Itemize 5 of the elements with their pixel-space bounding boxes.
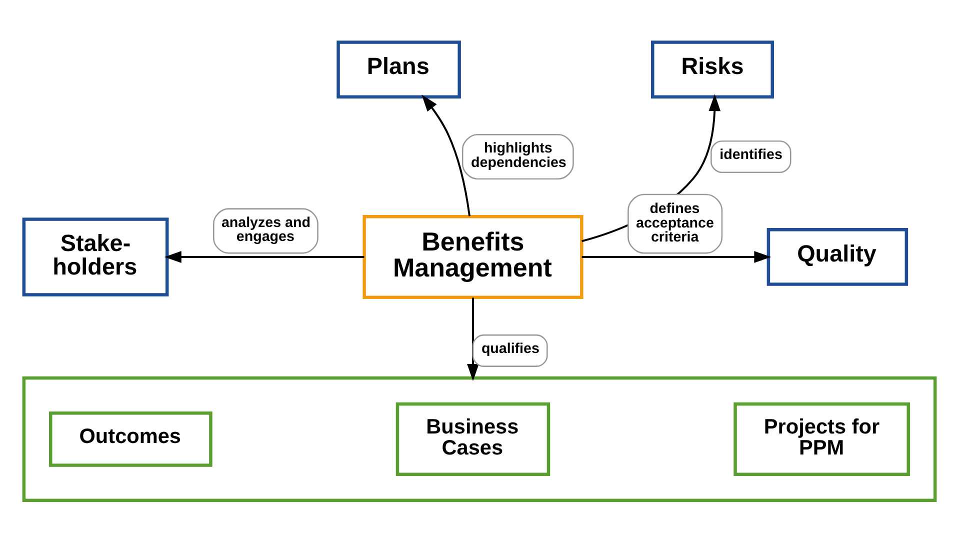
edge-label: analyzes and engages <box>221 214 310 245</box>
edge-label: defines acceptance criteria <box>636 200 714 246</box>
edge-label: highlights dependencies <box>471 140 566 170</box>
edge-label: qualifies <box>481 340 540 357</box>
edge-label: identifies <box>720 146 782 163</box>
